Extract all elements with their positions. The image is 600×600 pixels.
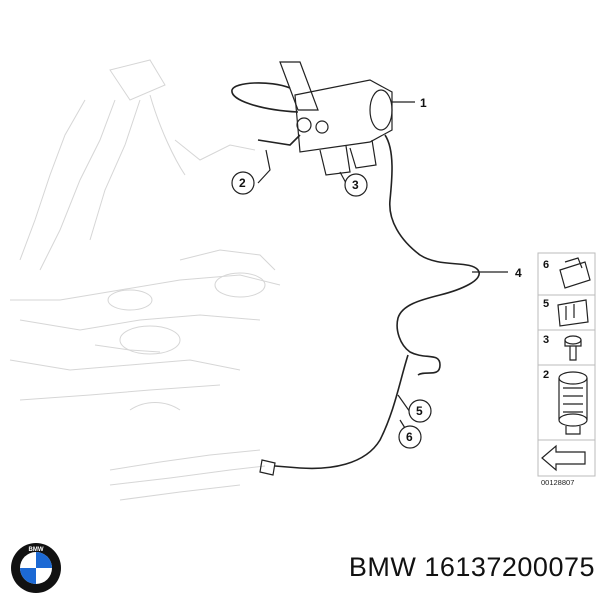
clip-6-icon (559, 257, 591, 289)
parts-panel: 6 5 3 2 00128807 (537, 252, 596, 487)
callout-5-circle (408, 399, 432, 423)
callout-4: 4 (515, 266, 522, 280)
direction-arrow-icon (541, 444, 586, 472)
callout-3-circle (344, 173, 368, 197)
callout-5: 5 (416, 404, 423, 418)
bmw-logo-text: BMW (29, 547, 44, 553)
callout-2-circle (231, 171, 255, 195)
fuel-filter-part (231, 61, 393, 176)
bmw-logo-icon: BMW (11, 543, 61, 593)
callout-3: 3 (352, 178, 359, 192)
grommet-2-icon (558, 371, 588, 435)
clip-5-icon (557, 299, 589, 327)
vehicle-outline-ghost (9, 59, 281, 501)
parts-item-2: 2 (543, 369, 549, 381)
parts-item-6: 6 (543, 259, 549, 271)
callout-6: 6 (406, 430, 413, 444)
bolt-3-icon (564, 335, 582, 361)
callout-6-circle (398, 425, 422, 449)
parts-item-3: 3 (543, 334, 549, 346)
callout-2: 2 (239, 176, 246, 190)
diagram-reference-number: 00128807 (541, 478, 574, 487)
parts-item-5: 5 (543, 298, 549, 310)
callout-1: 1 (420, 96, 427, 110)
fuel-line-part (259, 134, 480, 476)
part-number-caption: BMW 16137200075 (348, 552, 595, 582)
callout-leaders (257, 101, 508, 437)
